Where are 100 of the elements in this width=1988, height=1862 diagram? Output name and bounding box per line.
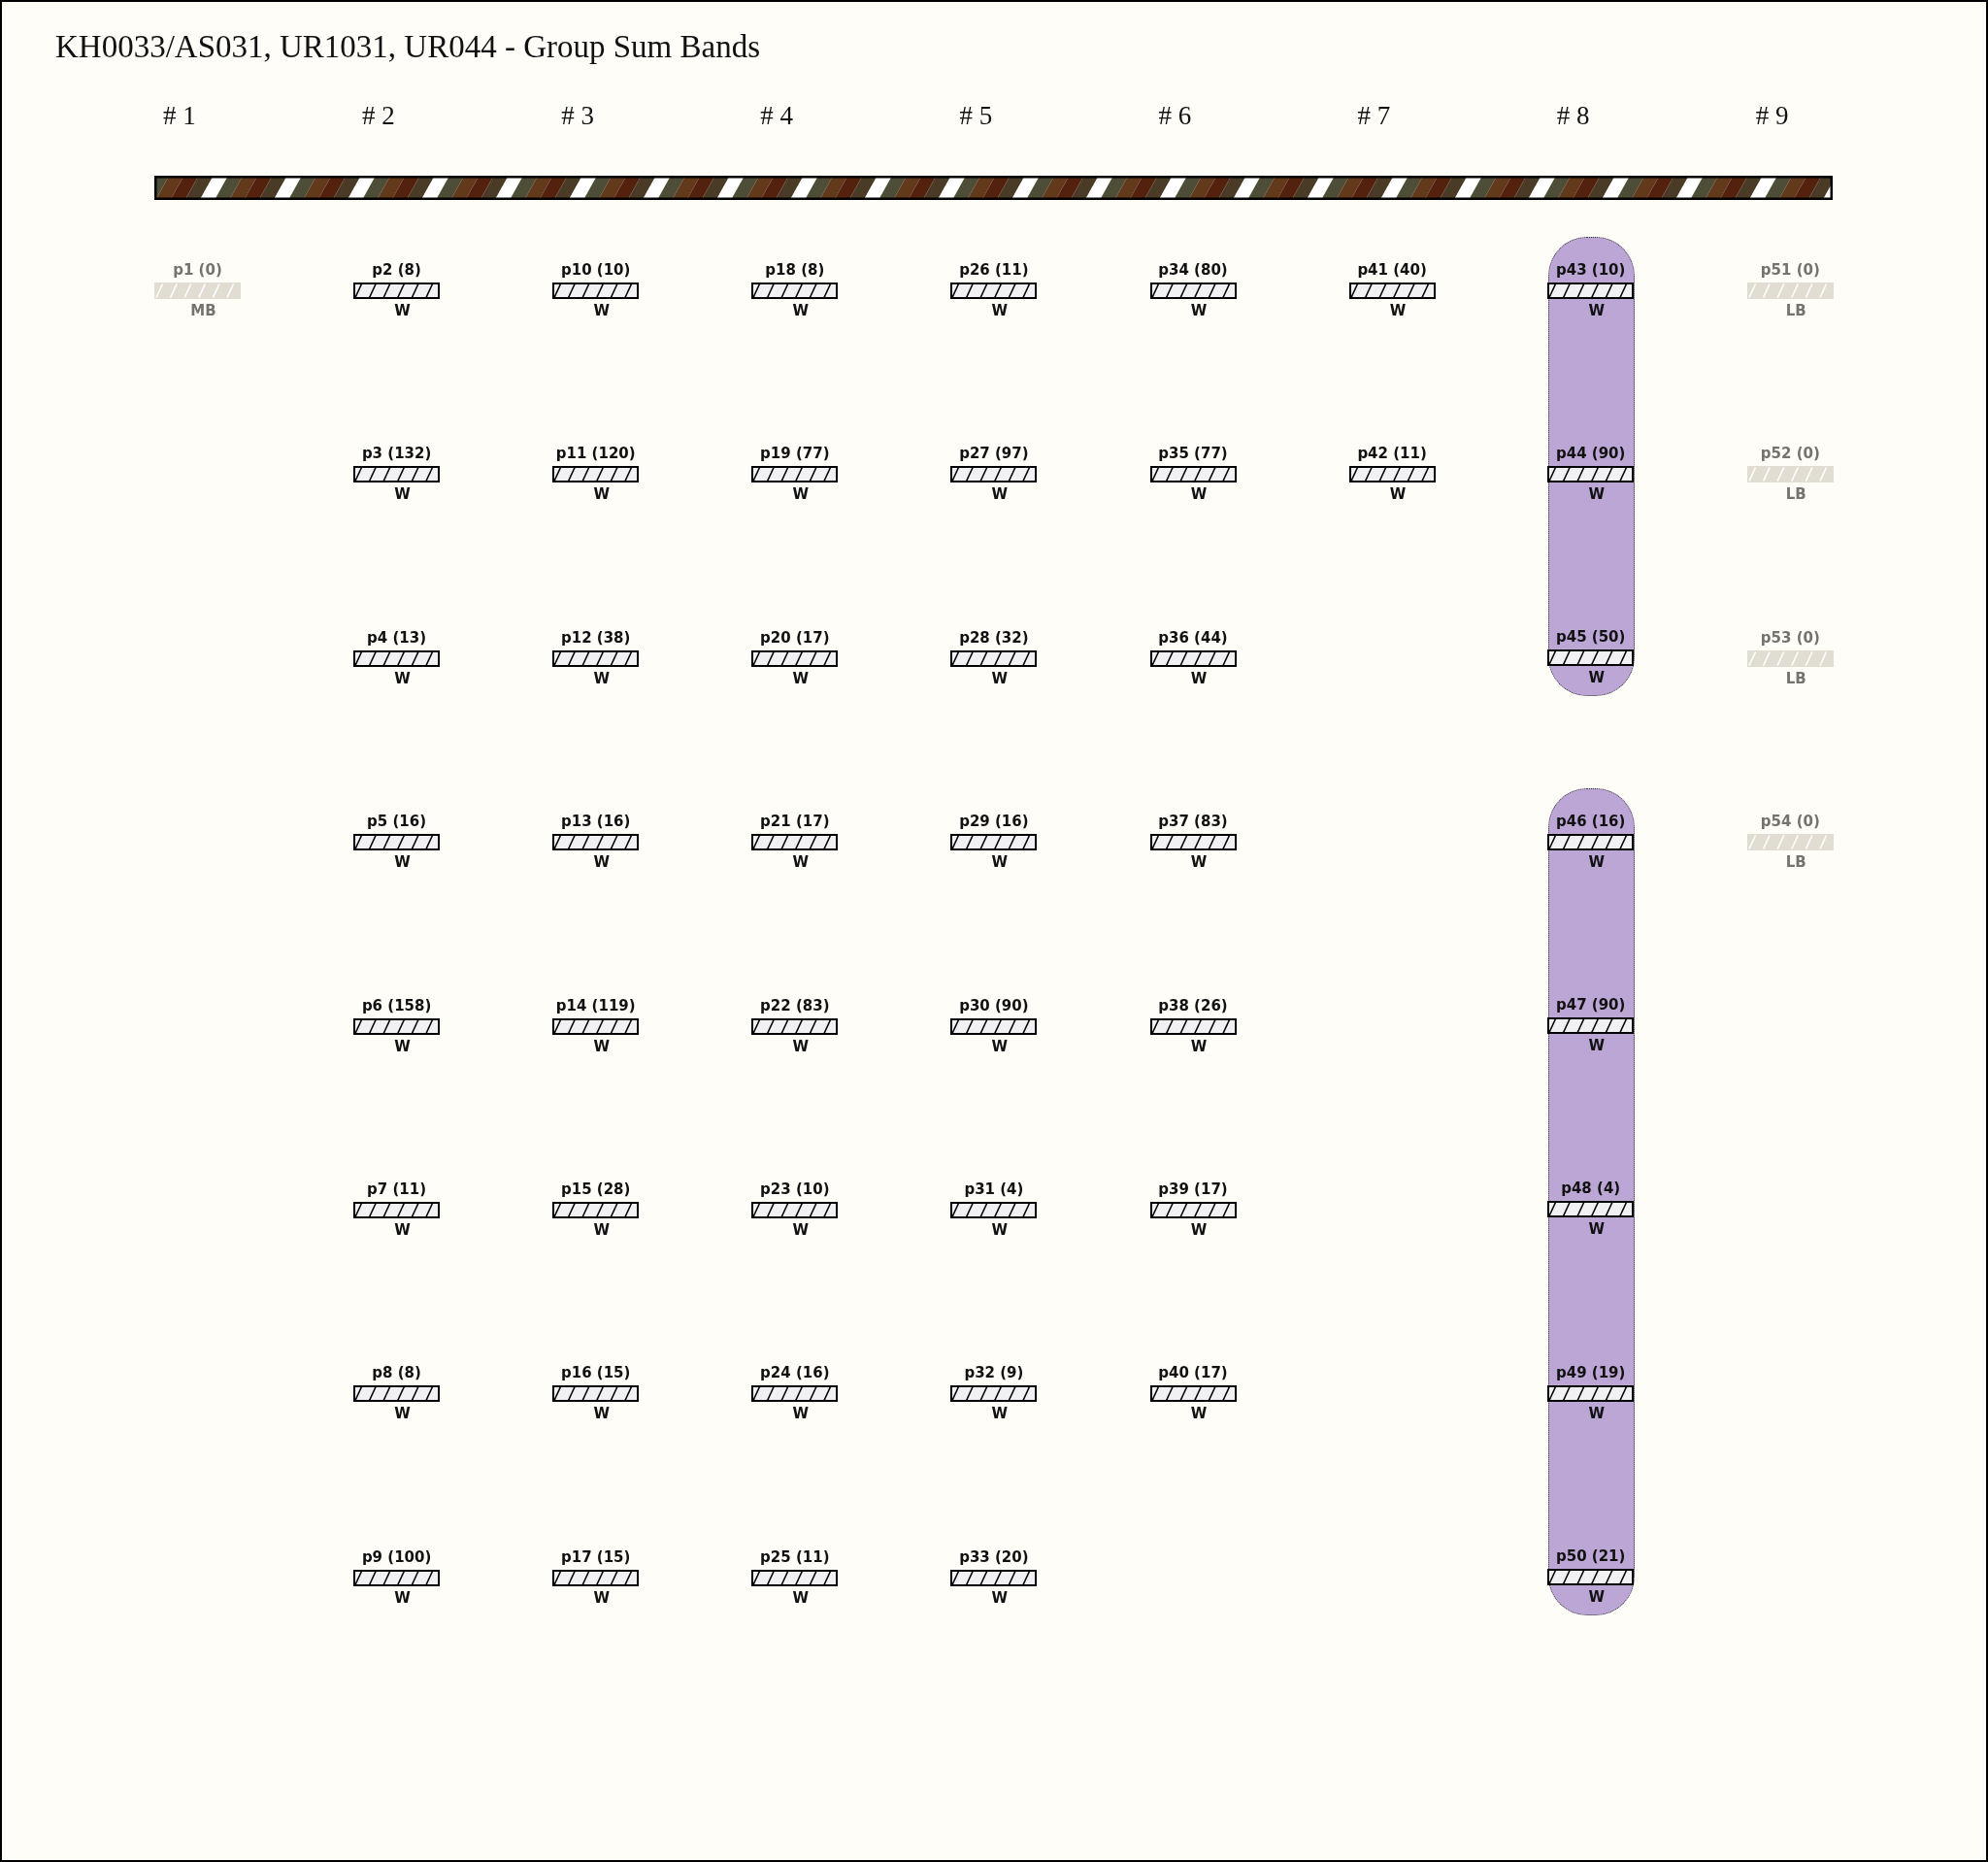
segment-label: p43 (10): [1556, 260, 1626, 279]
segment-label: p26 (11): [959, 261, 1029, 279]
segment-label: p54 (0): [1760, 813, 1820, 831]
segment-label: p40 (17): [1158, 1364, 1228, 1382]
column-header: # 2: [362, 101, 395, 130]
segment-label: p5 (16): [367, 813, 427, 831]
code-label: W: [1588, 852, 1605, 871]
code-label: W: [792, 1221, 810, 1239]
code-label: W: [1389, 485, 1407, 504]
segment-label: p31 (4): [964, 1180, 1024, 1198]
code-label: W: [593, 485, 610, 504]
segment-label: p4 (13): [367, 628, 427, 647]
segment-label: p37 (83): [1158, 813, 1228, 831]
code-label: W: [792, 302, 810, 319]
code-label: W: [991, 302, 1009, 319]
code-label: LB: [1785, 485, 1806, 504]
code-label: W: [394, 302, 411, 319]
segment-label: p47 (90): [1556, 996, 1626, 1014]
segment-label: p17 (15): [561, 1547, 631, 1566]
segment-label: p7 (11): [367, 1180, 427, 1198]
column-header: # 1: [163, 101, 196, 130]
code-label: LB: [1785, 302, 1806, 319]
code-label: W: [1190, 853, 1208, 872]
segment-label: p49 (19): [1556, 1363, 1626, 1381]
code-label: W: [394, 485, 411, 504]
code-label: LB: [1785, 853, 1806, 872]
code-label: W: [593, 1405, 610, 1423]
column-header: # 9: [1755, 101, 1789, 130]
code-label: W: [1190, 302, 1208, 319]
segment-label: p1 (0): [173, 261, 222, 279]
code-label: W: [1389, 302, 1407, 319]
code-label: W: [1588, 1220, 1605, 1239]
code-label: W: [1190, 1405, 1208, 1423]
segment-label: p46 (16): [1556, 812, 1626, 830]
striped-bar: [154, 176, 1833, 200]
column-header: # 6: [1158, 101, 1192, 130]
code-label: W: [792, 1588, 810, 1607]
code-label: W: [1588, 484, 1605, 503]
code-label: W: [1190, 669, 1208, 687]
code-label: W: [1588, 301, 1605, 319]
code-label: W: [593, 1221, 610, 1239]
code-label: MB: [190, 302, 216, 319]
segment-label: p15 (28): [561, 1180, 631, 1198]
code-label: LB: [1785, 669, 1806, 687]
segment-label: p35 (77): [1158, 445, 1228, 463]
code-label: W: [593, 669, 610, 687]
segment-label: p3 (132): [361, 445, 432, 463]
segment-label: p48 (4): [1561, 1180, 1621, 1198]
segment-label: p20 (17): [760, 628, 830, 647]
code-label: W: [593, 302, 610, 319]
code-label: W: [991, 485, 1009, 504]
segment-label: p21 (17): [760, 813, 830, 831]
segment-label: p9 (100): [361, 1547, 432, 1566]
segment-label: p19 (77): [760, 445, 830, 463]
column-header: # 3: [561, 101, 594, 130]
segment-label: p44 (90): [1556, 444, 1626, 462]
code-label: W: [394, 853, 411, 872]
segment-label: p25 (11): [760, 1547, 830, 1566]
column-header: # 4: [760, 101, 794, 130]
code-label: W: [792, 485, 810, 504]
segment-label: p28 (32): [959, 628, 1029, 647]
code-label: W: [991, 1588, 1009, 1607]
code-label: W: [593, 1037, 610, 1055]
segment-label: p42 (11): [1357, 445, 1427, 463]
segment-label: p33 (20): [959, 1547, 1029, 1566]
code-label: W: [792, 1037, 810, 1055]
segment-label: p13 (16): [561, 813, 631, 831]
code-label: W: [991, 1037, 1009, 1055]
code-label: W: [991, 853, 1009, 872]
code-label: W: [394, 1405, 411, 1423]
segment-label: p23 (10): [760, 1180, 830, 1198]
segment-label: p16 (15): [561, 1364, 631, 1382]
column-header: # 8: [1556, 101, 1590, 130]
code-label: W: [394, 1588, 411, 1607]
code-label: W: [1588, 1588, 1605, 1607]
segment-label: p10 (10): [561, 261, 631, 279]
code-label: W: [991, 669, 1009, 687]
segment-label: p27 (97): [959, 445, 1029, 463]
code-label: W: [593, 1588, 610, 1607]
segment-label: p52 (0): [1760, 445, 1820, 463]
segment-label: p18 (8): [765, 261, 825, 279]
code-label: W: [593, 853, 610, 872]
segment-label: p8 (8): [372, 1364, 421, 1382]
code-label: W: [1190, 1221, 1208, 1239]
diagram-title: KH0033/AS031, UR1031, UR044 - Group Sum Bands: [55, 28, 761, 65]
segment-label: p22 (83): [760, 996, 830, 1014]
segment-label: p41 (40): [1357, 261, 1427, 279]
code-label: W: [1588, 1037, 1605, 1055]
column-header: # 7: [1357, 101, 1391, 130]
segment-label: p2 (8): [372, 261, 421, 279]
segment-label: p45 (50): [1556, 628, 1626, 647]
column-header: # 5: [959, 101, 993, 130]
segment-label: p38 (26): [1158, 996, 1228, 1014]
segment-label: p6 (158): [361, 996, 432, 1014]
segment-label: p14 (119): [555, 996, 636, 1014]
segment-label: p30 (90): [959, 996, 1029, 1014]
segment-label: p12 (38): [561, 628, 631, 647]
code-label: W: [1588, 669, 1605, 687]
code-label: W: [394, 669, 411, 687]
code-label: W: [394, 1037, 411, 1055]
